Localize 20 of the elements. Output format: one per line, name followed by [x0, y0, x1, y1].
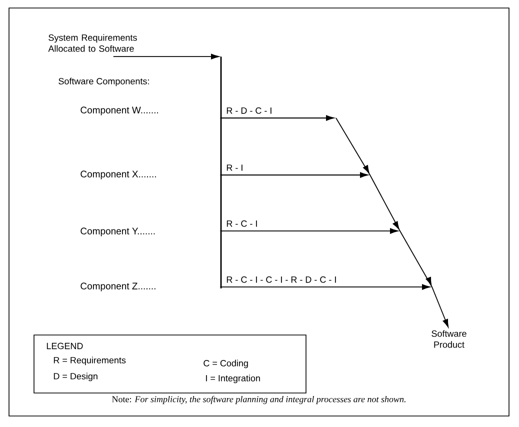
text-label: Software Product — [432, 330, 466, 348]
arrow — [220, 228, 398, 234]
note: Note: For simplicity, the software planning and integral processes are not shown. — [112, 396, 406, 404]
edge-label: R - C - I — [226, 220, 257, 227]
component-label: Component Z....... — [80, 282, 156, 292]
section-heading: Software Components: — [58, 78, 149, 86]
legend-box: LEGEND R = Requirements D = Design C = Coding I = Integration — [34, 334, 306, 394]
arrow — [220, 284, 430, 290]
component-label: Component X....... — [80, 170, 156, 180]
component-label: Component W....... — [80, 106, 158, 116]
edge-label: R - I — [226, 164, 242, 171]
edge-label: R - C - I - C - I - R - D - C - I — [226, 276, 336, 283]
edge-label: R - D - C - I — [226, 107, 272, 114]
arrow — [220, 172, 368, 178]
arrow — [220, 115, 334, 121]
arrow — [336, 118, 449, 328]
trunk-line — [220, 56, 222, 288]
text-label: System Requirements Allocated to Software — [48, 34, 137, 52]
component-label: Component Y....... — [80, 228, 155, 236]
arrow — [112, 54, 220, 60]
